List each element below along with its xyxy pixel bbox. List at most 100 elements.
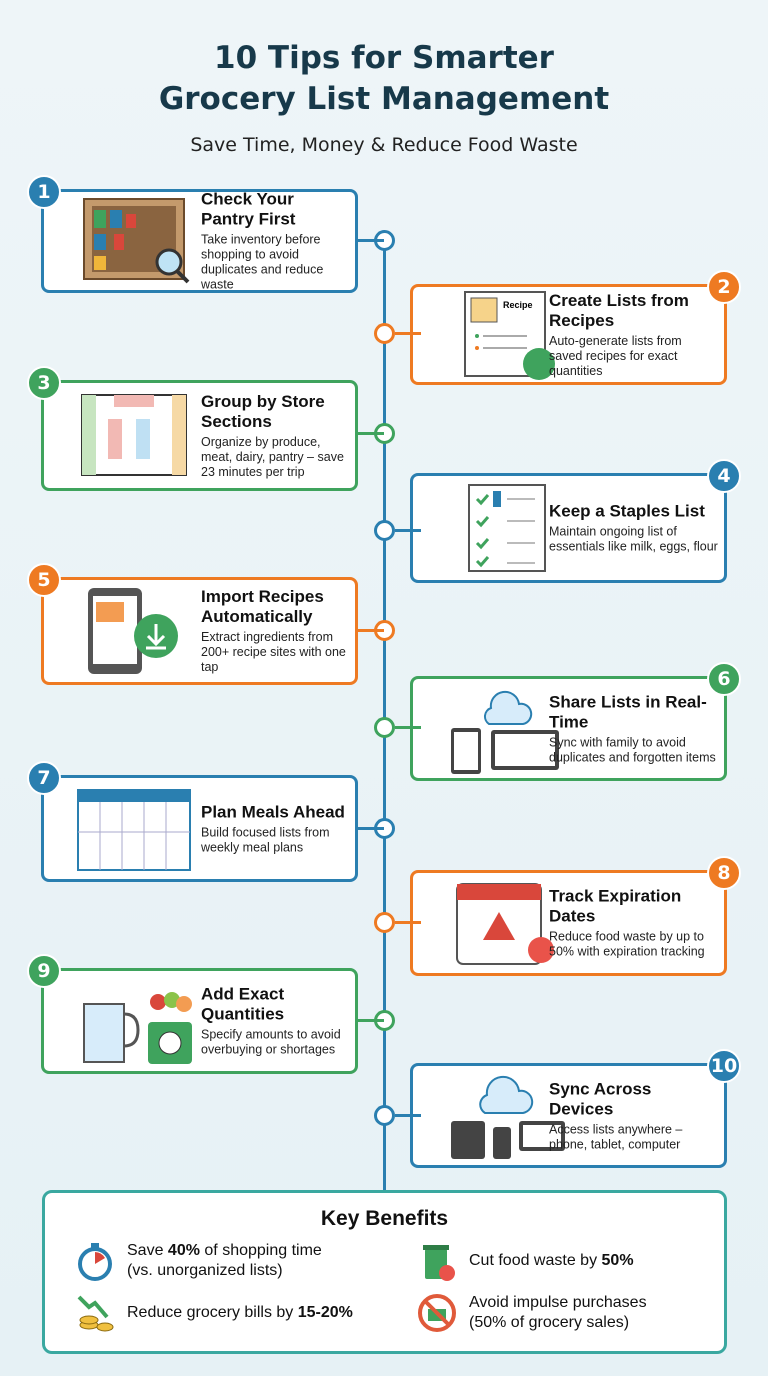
tip-card-3: 3 Group by Store Sections Organize by pr…: [27, 366, 358, 491]
timeline-connector: [358, 629, 384, 632]
benefit-highlight: 40%: [167, 1242, 200, 1259]
timeline-node: [374, 323, 395, 344]
tip-description: Auto-generate lists from saved recipes f…: [549, 333, 682, 378]
tip-card-7: 7 Plan Meals Ahead Build focused lists f…: [27, 761, 358, 882]
timeline-connector: [358, 432, 384, 435]
subtitle: Save Time, Money & Reduce Food Waste: [190, 134, 578, 156]
coins-down-arrow-icon: [77, 1295, 114, 1332]
tip-number-badge: 8: [707, 856, 741, 890]
tip-number-badge: 6: [707, 662, 741, 696]
benefits-title: Key Benefits: [320, 1207, 449, 1230]
svg-text:Recipe: Recipe: [503, 300, 533, 310]
cloud-devices-icon: [437, 1074, 577, 1159]
tip-title: Sync Across Devices: [549, 1079, 652, 1118]
tip-description: Access lists anywhere – phone, tablet, c…: [549, 1122, 683, 1151]
tip-text: Check Your Pantry First Take inventory b…: [201, 190, 349, 293]
benefit-text-line2: (50% of grocery sales): [469, 1314, 630, 1331]
tip-text: Group by Store Sections Organize by prod…: [201, 392, 349, 480]
timeline-connector: [395, 332, 421, 335]
benefit-item: Avoid impulse purchases (50% of grocery s…: [417, 1293, 647, 1333]
tablet-download-icon: [64, 588, 204, 674]
benefit-item: Cut food waste by 50%: [417, 1241, 634, 1281]
tip-description: Maintain ongoing list of essentials like…: [549, 524, 718, 554]
tip-card-1: 1 Check Your Pantry First Take inventory…: [27, 175, 358, 293]
title-line-1: 10 Tips for Smarter: [214, 40, 554, 76]
tip-text: Keep a Staples List Maintain ongoing lis…: [549, 502, 718, 555]
benefit-text: Avoid impulse purchases (50% of grocery s…: [469, 1293, 647, 1333]
calendar-warning-icon: [437, 881, 577, 965]
tip-description: Build focused lists from weekly meal pla…: [201, 825, 330, 854]
cloud-sync-devices-icon: [437, 687, 577, 774]
tip-text: Import Recipes Automatically Extract ing…: [201, 587, 349, 675]
benefit-text-main: Reduce grocery bills by: [127, 1304, 298, 1321]
tip-description: Take inventory before shopping to avoid …: [201, 232, 324, 292]
meal-calendar-icon: [64, 786, 204, 871]
timeline-node: [374, 717, 395, 738]
benefit-text-suffix: of shopping time: [199, 1242, 322, 1259]
tip-number-badge: 1: [27, 175, 61, 209]
trash-bin-icon: [423, 1245, 455, 1281]
tip-number-badge: 4: [707, 459, 741, 493]
benefit-text: Save 40% of shopping time (vs. unorganize…: [127, 1241, 322, 1281]
tip-text: Plan Meals Ahead Build focused lists fro…: [201, 802, 349, 855]
measuring-scale-icon: [64, 979, 204, 1064]
tip-card-2: 2 Recipe Create Lists from Recipes Auto-…: [410, 270, 741, 385]
timeline-node: [374, 912, 395, 933]
timeline-spine: [383, 240, 386, 1192]
tip-title: Create Lists from Recipes: [549, 290, 689, 330]
tip-title: Group by Store Sections: [201, 391, 325, 431]
tip-card-4: 4 Keep a Staples List Maintain ongoing l…: [410, 459, 741, 583]
benefit-highlight: 15-20%: [297, 1304, 353, 1321]
tip-text: Add Exact Quantities Specify amounts to …: [201, 985, 349, 1058]
timeline-connector: [395, 1114, 421, 1117]
tip-text: Create Lists from Recipes Auto-generate …: [549, 291, 718, 379]
page-title: 10 Tips for Smarter Grocery List Managem…: [0, 38, 768, 120]
tip-description: Organize by produce, meat, dairy, pantry…: [201, 434, 344, 479]
timeline-connector: [395, 726, 421, 729]
tip-title: Track Expiration Dates: [549, 886, 682, 926]
pantry-magnifier-icon: [64, 198, 204, 284]
store-map-icon: [64, 391, 204, 480]
tip-title: Check Your Pantry First: [201, 189, 296, 229]
checklist-icon: [437, 484, 577, 572]
tip-number-badge: 10: [707, 1049, 741, 1083]
timeline-connector: [358, 827, 384, 830]
tip-card-10: 10 Sync Across Devices Access lists anyw…: [410, 1049, 741, 1168]
tip-card-9: 9 Add Exact Quantities Specify amounts t…: [27, 954, 358, 1074]
benefit-text: Cut food waste by 50%: [469, 1251, 634, 1271]
benefit-text: Reduce grocery bills by 15-20%: [127, 1303, 353, 1323]
key-benefits-panel: Key Benefits Save 40% of shopping time (v…: [42, 1190, 727, 1354]
tip-number-badge: 3: [27, 366, 61, 400]
tip-text: Share Lists in Real-Time Sync with famil…: [549, 692, 718, 765]
benefit-item: Save 40% of shopping time (vs. unorganize…: [75, 1241, 322, 1281]
benefit-text-main: Cut food waste by: [469, 1252, 602, 1269]
tip-title: Share Lists in Real-Time: [549, 692, 707, 731]
no-basket-icon: [418, 1294, 456, 1332]
tip-title: Plan Meals Ahead: [201, 802, 345, 821]
tip-text: Sync Across Devices Access lists anywher…: [549, 1079, 718, 1152]
timeline-connector: [395, 529, 421, 532]
timeline-node: [374, 1105, 395, 1126]
benefit-text-main: Avoid impulse purchases: [469, 1294, 647, 1311]
timeline-node: [374, 520, 395, 541]
benefit-highlight: 50%: [601, 1252, 634, 1269]
tip-text: Track Expiration Dates Reduce food waste…: [549, 887, 718, 960]
tip-description: Reduce food waste by up to 50% with expi…: [549, 929, 705, 959]
timeline-connector: [358, 1019, 384, 1022]
stopwatch-icon: [78, 1243, 112, 1281]
tip-card-5: 5 Import Recipes Automatically Extract i…: [27, 563, 358, 685]
tip-card-6: 6 Share Lists in Real-Time Sync with fam…: [410, 662, 741, 781]
recipe-cart-icon: Recipe: [437, 290, 577, 380]
title-line-2: Grocery List Management: [158, 81, 610, 117]
tip-description: Extract ingredients from 200+ recipe sit…: [201, 630, 346, 674]
benefit-item: Reduce grocery bills by 15-20%: [75, 1293, 353, 1333]
timeline-connector: [395, 921, 421, 924]
tip-number-badge: 5: [27, 563, 61, 597]
benefit-text-main: Save: [127, 1242, 168, 1259]
benefit-text-line2: (vs. unorganized lists): [127, 1262, 283, 1279]
tip-description: Specify amounts to avoid overbuying or s…: [201, 1027, 341, 1057]
tip-title: Add Exact Quantities: [201, 984, 285, 1024]
tip-title: Keep a Staples List: [549, 501, 705, 521]
tip-number-badge: 9: [27, 954, 61, 988]
tip-number-badge: 2: [707, 270, 741, 304]
